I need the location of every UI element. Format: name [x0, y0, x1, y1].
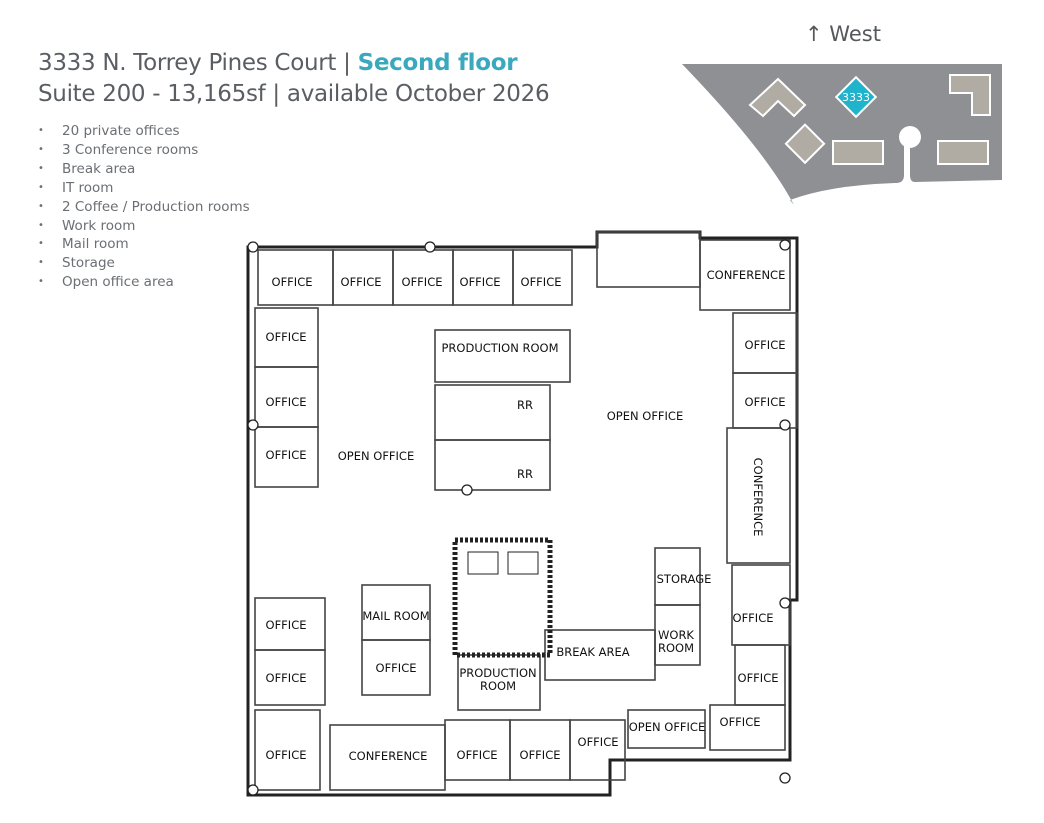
site-building-label: 3333 — [842, 91, 870, 104]
feature-item: Break area — [38, 160, 250, 179]
room-label-office: OFFICE — [266, 448, 307, 462]
title-suite: Suite 200 - 13,165sf | available October… — [38, 81, 550, 107]
room-label-office: OFFICE — [745, 338, 786, 352]
site-map: 3333 — [682, 64, 1002, 205]
room-label-production-room: PRODUCTION ROOM — [441, 341, 558, 355]
feature-item: Mail room — [38, 235, 250, 254]
room-label-office: OFFICE — [266, 618, 307, 632]
room-label-open-office: OPEN OFFICE — [607, 409, 683, 423]
room-label-office: OFFICE — [733, 611, 774, 625]
room-label-office: OFFICE — [520, 748, 561, 762]
title-floor: Second floor — [357, 50, 518, 76]
arrow-up-icon: ↑ — [805, 22, 823, 46]
room-label-office: OFFICE — [402, 275, 443, 289]
feature-list: 20 private offices 3 Conference rooms Br… — [38, 122, 250, 292]
room-label-office: OFFICE — [457, 748, 498, 762]
room-label-office: OFFICE — [738, 671, 779, 685]
feature-item: Storage — [38, 254, 250, 273]
room-label-production: PRODUCTION — [459, 666, 536, 680]
site-building-3333 — [834, 75, 878, 119]
title-address: 3333 N. Torrey Pines Court | — [38, 50, 358, 76]
room-label-open-office: OPEN OFFICE — [338, 449, 414, 463]
room-label-conference: CONFERENCE — [751, 458, 765, 537]
room-label-office: OFFICE — [266, 748, 307, 762]
room-label-rr: RR — [517, 467, 533, 481]
room-label-office: OFFICE — [720, 715, 761, 729]
room-label-office: OFFICE — [266, 671, 307, 685]
room-label-room: ROOM — [480, 679, 516, 693]
feature-item: 20 private offices — [38, 122, 250, 141]
room-label-rr: RR — [517, 398, 533, 412]
site-building — [748, 77, 807, 118]
elevator — [467, 551, 499, 575]
feature-item: Open office area — [38, 273, 250, 292]
site-building — [832, 140, 884, 165]
page-title: 3333 N. Torrey Pines Court | Second floo… — [38, 48, 550, 110]
compass: ↑ West — [805, 22, 881, 46]
room-label-office: OFFICE — [745, 395, 786, 409]
room-label-office: OFFICE — [341, 275, 382, 289]
room-label-office: OFFICE — [266, 330, 307, 344]
room-label-office: OFFICE — [376, 661, 417, 675]
elevator — [507, 551, 539, 575]
feature-item: Work room — [38, 217, 250, 236]
feature-item: 3 Conference rooms — [38, 141, 250, 160]
room-label-room: ROOM — [658, 641, 694, 655]
room-label-open-office: OPEN OFFICE — [629, 720, 705, 734]
site-building — [784, 123, 826, 165]
room-label-storage: STORAGE — [657, 572, 712, 586]
elevator-core — [452, 537, 553, 658]
feature-item: IT room — [38, 179, 250, 198]
site-building — [949, 74, 991, 116]
room-label-office: OFFICE — [266, 395, 307, 409]
room-label-break-area: BREAK AREA — [556, 645, 629, 659]
room-label-office: OFFICE — [578, 735, 619, 749]
room-label-work: WORK — [658, 628, 694, 642]
room-label-conference: CONFERENCE — [707, 268, 786, 282]
room-label-office: OFFICE — [460, 275, 501, 289]
compass-label: West — [829, 22, 881, 46]
room-label-office: OFFICE — [521, 275, 562, 289]
site-building — [937, 140, 989, 165]
room-label-conference: CONFERENCE — [349, 749, 428, 763]
room-label-office: OFFICE — [272, 275, 313, 289]
feature-item: 2 Coffee / Production rooms — [38, 198, 250, 217]
room-label-mail-room: MAIL ROOM — [362, 609, 429, 623]
